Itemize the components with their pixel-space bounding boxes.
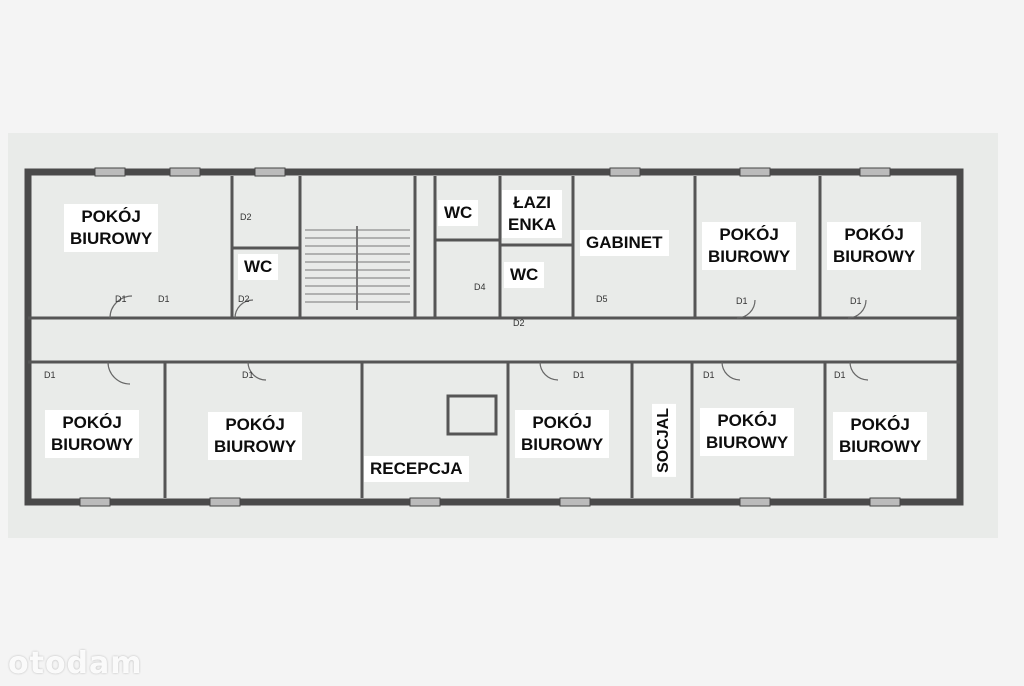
room-label-wc: WC bbox=[238, 254, 279, 280]
door-tag: D1 bbox=[703, 370, 715, 380]
room-label-reception: RECEPCJA bbox=[364, 456, 469, 482]
window-marks bbox=[79, 167, 901, 507]
door-tag: D1 bbox=[573, 370, 585, 380]
room-label-socjal: SOCJAL bbox=[652, 404, 676, 477]
room-label-gabinet: GABINET bbox=[580, 230, 669, 256]
door-tag: D5 bbox=[596, 294, 608, 304]
door-tag: D2 bbox=[240, 212, 252, 222]
room-label-wc: WC bbox=[438, 200, 479, 226]
brand-watermark: otodam bbox=[8, 646, 143, 681]
outer-walls bbox=[24, 168, 964, 506]
door-tag: D1 bbox=[158, 294, 170, 304]
door-tag: D1 bbox=[242, 370, 254, 380]
interior-walls bbox=[28, 176, 960, 498]
door-tag: D1 bbox=[850, 296, 862, 306]
staircase-treads bbox=[305, 226, 410, 310]
door-tags: D1 D1 D2 D2 D4 D2 D5 D1 D1 D1 D1 D1 D1 D… bbox=[44, 212, 862, 380]
room-label-wc: WC bbox=[504, 262, 545, 288]
door-tag: D1 bbox=[44, 370, 56, 380]
door-tag: D2 bbox=[513, 318, 525, 328]
door-tag: D1 bbox=[834, 370, 846, 380]
door-swings bbox=[107, 295, 869, 385]
door-tag: D1 bbox=[736, 296, 748, 306]
door-tag: D4 bbox=[474, 282, 486, 292]
door-tag: D1 bbox=[115, 294, 127, 304]
door-tag: D2 bbox=[238, 294, 250, 304]
